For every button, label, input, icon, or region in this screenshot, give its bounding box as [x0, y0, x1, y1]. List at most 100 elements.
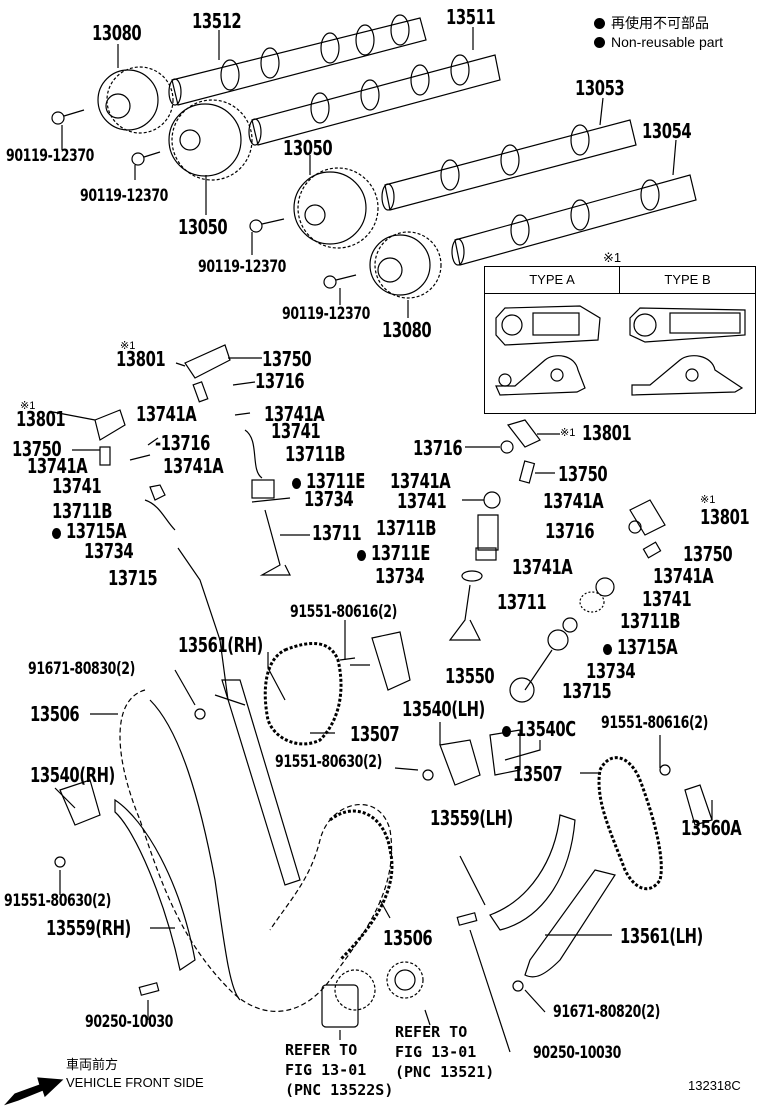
part-label-13711E[interactable]: 13711E	[357, 542, 430, 564]
part-label-13734[interactable]: 13734	[375, 564, 425, 588]
part-label-13734[interactable]: 13734	[84, 539, 134, 563]
part-label-13080[interactable]: 13080	[382, 318, 432, 342]
part-label-13750[interactable]: 13750	[12, 437, 62, 461]
part-label-13550[interactable]: 13550	[445, 664, 495, 688]
non-reusable-marker-icon	[594, 37, 605, 48]
part-label-13741[interactable]: 13741	[271, 419, 321, 443]
part-label-13741[interactable]: 13741	[642, 587, 692, 611]
note-mark: ※1	[560, 427, 576, 439]
part-label-13559-rh[interactable]: 13559(RH)	[46, 916, 131, 940]
vehicle-front-arrow-icon	[4, 1077, 64, 1106]
note-mark: ※1	[20, 400, 36, 412]
part-label-13741A[interactable]: 13741A	[136, 402, 197, 426]
part-label-13507[interactable]: 13507	[513, 762, 563, 786]
part-label-91551-80616[interactable]: 91551-80616(2)	[290, 602, 397, 622]
part-label-13750[interactable]: 13750	[262, 347, 312, 371]
type-a-header: TYPE A	[485, 267, 620, 294]
chain-guides	[114, 679, 616, 978]
part-label-90250-10030[interactable]: 90250-10030	[85, 1012, 173, 1032]
pin-90250-a	[138, 982, 160, 996]
part-label-13561-rh[interactable]: 13561(RH)	[178, 633, 263, 657]
part-label-13716[interactable]: -13716	[155, 431, 211, 455]
vehicle-front-jp: 車両前方	[66, 1057, 119, 1072]
part-label-13741[interactable]: 13741	[52, 474, 102, 498]
part-label-13540-lh[interactable]: 13540(LH)	[402, 697, 485, 721]
part-label-90119-12370[interactable]: 90119-12370	[282, 304, 370, 324]
part-label-13711[interactable]: 13711	[497, 590, 547, 614]
part-label-13711B[interactable]: 13711B	[285, 442, 346, 466]
part-label-13734[interactable]: 13734	[304, 487, 354, 511]
vvt-gear-13050-b	[293, 167, 379, 249]
leader-lines	[61, 27, 677, 318]
part-label-91671-80820[interactable]: 91671-80820(2)	[553, 1002, 660, 1022]
part-label-91671-80830[interactable]: 91671-80830(2)	[28, 659, 135, 679]
part-label-13050[interactable]: 13050	[283, 136, 333, 160]
lower-leader-lines	[54, 620, 713, 1053]
part-label-13080[interactable]: 13080	[92, 21, 142, 45]
part-label-13750[interactable]: 13750	[683, 542, 733, 566]
part-label-13741A[interactable]: 13741A	[163, 454, 224, 478]
part-label-13540-rh[interactable]: 13540(RH)	[30, 763, 115, 787]
refer-note-13522S[interactable]: REFER TO FIG 13-01 (PNC 13522S)	[285, 1041, 394, 1099]
part-label-13561-lh[interactable]: 13561(LH)	[620, 924, 703, 948]
part-label-91551-80616[interactable]: 91551-80616(2)	[601, 713, 708, 733]
part-label-13053[interactable]: 13053	[575, 76, 625, 100]
legend-jp-text: 再使用不可部品	[611, 15, 709, 31]
part-label-13711B[interactable]: 13711B	[620, 609, 681, 633]
part-label-13801[interactable]: 13801	[116, 347, 166, 371]
vvt-gear-13080-top	[97, 66, 174, 134]
part-label-90119-12370[interactable]: 90119-12370	[80, 186, 168, 206]
part-label-90119-12370[interactable]: 90119-12370	[198, 257, 286, 277]
part-label-13716[interactable]: 13716	[255, 369, 305, 393]
part-label-13715[interactable]: 13715	[562, 679, 612, 703]
part-label-13715A[interactable]: 13715A	[52, 520, 127, 542]
part-label-13716[interactable]: 13716	[545, 519, 595, 543]
part-label-13750[interactable]: 13750	[558, 462, 608, 486]
part-label-13741A[interactable]: 13741A	[512, 555, 573, 579]
label-text: 13540C	[515, 717, 576, 741]
note-mark: ※1	[700, 494, 716, 506]
part-label-13734[interactable]: 13734	[586, 659, 636, 683]
part-label-13050[interactable]: 13050	[178, 215, 228, 239]
part-label-13559-lh[interactable]: 13559(LH)	[430, 806, 513, 830]
camshaft-13054	[451, 174, 697, 266]
part-label-13540C[interactable]: 13540C	[502, 718, 576, 740]
part-label-13741A[interactable]: 13741A	[653, 564, 714, 588]
part-label-90250-10030[interactable]: 90250-10030	[533, 1043, 621, 1063]
part-label-13054[interactable]: 13054	[642, 119, 692, 143]
part-label-90119-12370[interactable]: 90119-12370	[6, 146, 94, 166]
part-label-13711B[interactable]: 13711B	[376, 516, 437, 540]
part-label-13507[interactable]: 13507	[350, 722, 400, 746]
part-label-13741A[interactable]: 13741A	[264, 402, 325, 426]
non-reusable-marker-icon	[292, 478, 302, 489]
legend-jp: 再使用不可部品	[594, 14, 709, 32]
part-label-13506[interactable]: 13506	[383, 926, 433, 950]
part-label-13506[interactable]: 13506	[30, 702, 80, 726]
part-label-13711[interactable]: 13711	[312, 521, 362, 545]
part-label-13711E[interactable]: 13711E	[292, 470, 365, 492]
part-label-13801[interactable]: 13801	[700, 505, 750, 529]
part-label-13801[interactable]: 13801	[16, 407, 66, 431]
part-label-13741A[interactable]: 13741A	[390, 469, 451, 493]
part-label-13741A[interactable]: 13741A	[27, 454, 88, 478]
bolts	[51, 109, 357, 289]
part-label-13741[interactable]: 13741	[397, 489, 447, 513]
part-label-13741A[interactable]: 13741A	[543, 489, 604, 513]
part-label-13801[interactable]: 13801	[582, 421, 632, 445]
rocker-arm-type-box: TYPE A TYPE B	[484, 266, 756, 414]
part-label-13716[interactable]: 13716	[413, 436, 463, 460]
non-reusable-marker-icon	[594, 18, 605, 29]
part-label-13715[interactable]: 13715	[108, 566, 158, 590]
part-label-13560A[interactable]: 13560A	[681, 816, 742, 840]
non-reusable-marker-icon	[603, 644, 613, 655]
refer-note-13521[interactable]: REFER TO FIG 13-01 (PNC 13521)	[395, 1023, 495, 1081]
timing-chain-13507-a	[263, 641, 343, 746]
part-label-13715A[interactable]: 13715A	[603, 636, 678, 658]
type-b-sketch	[629, 307, 746, 396]
part-label-13512[interactable]: 13512	[192, 9, 242, 33]
part-label-13711B[interactable]: 13711B	[52, 499, 113, 523]
part-label-91551-80630[interactable]: 91551-80630(2)	[275, 752, 382, 772]
part-label-91551-80630[interactable]: 91551-80630(2)	[4, 891, 111, 911]
part-label-13511[interactable]: 13511	[446, 5, 496, 29]
